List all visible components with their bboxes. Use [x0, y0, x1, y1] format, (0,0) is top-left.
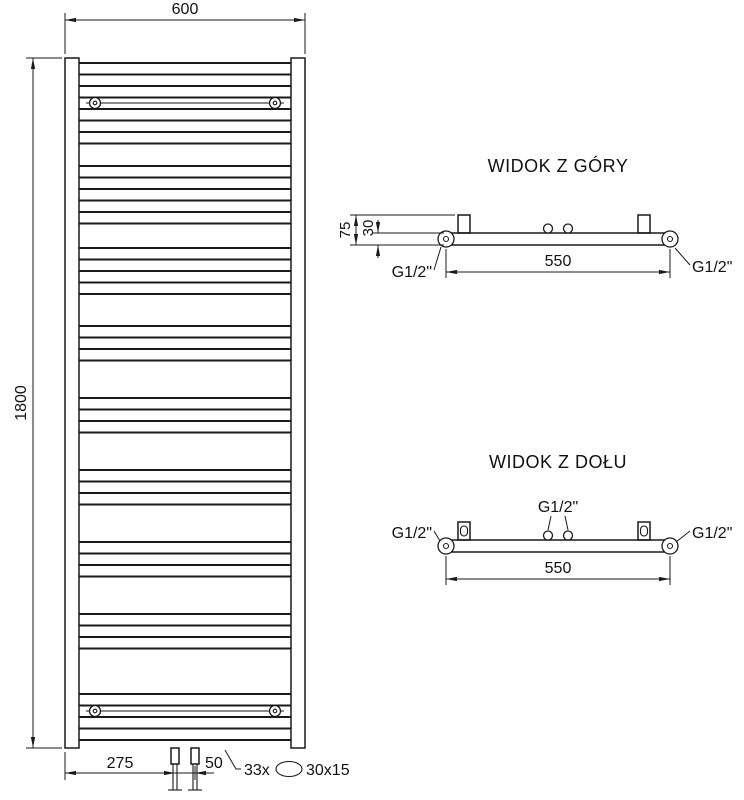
dim-275-label: 275 [107, 755, 134, 772]
bottom-view-thread-right: G1/2" [675, 525, 732, 543]
top-view-thread-left: G1/2" [392, 246, 442, 281]
dimension-bottom-550: 550 [445, 556, 671, 585]
dim-bottom-550-label: 550 [545, 560, 572, 577]
top-view-title: WIDOK Z GÓRY [488, 155, 629, 176]
bottom-view-body [445, 539, 671, 553]
bottom-bracket [86, 704, 284, 718]
radiator-right-rail [290, 57, 306, 749]
top-view-right-connection [661, 230, 679, 248]
dimension-50: 50 [175, 755, 223, 780]
dimension-top-550: 550 [445, 249, 671, 278]
bottom-view-center-connection [562, 530, 574, 541]
top-view-center-connection [542, 223, 554, 234]
dimension-height-1800: 1800 [13, 57, 62, 749]
top-view-body [445, 232, 671, 246]
bottom-view-title: WIDOK Z DOŁU [489, 452, 627, 472]
top-view-bracket-right [637, 214, 651, 234]
thread-left-label: G1/2" [392, 525, 432, 542]
bracket-hole-icon [268, 704, 282, 718]
top-view-left-connection [437, 230, 455, 248]
thread-center-label: G1/2" [538, 499, 578, 516]
bottom-view-right-connection [661, 537, 679, 555]
bottom-view-bracket-right [637, 521, 651, 541]
bottom-view: WIDOK Z DOŁU G1/2" G1/2" G1/2" [392, 452, 732, 585]
bracket-slot-icon [459, 525, 469, 537]
oval-profile-icon [275, 760, 303, 778]
bottom-view-left-connection [437, 537, 455, 555]
dim-50-label: 50 [205, 755, 223, 772]
dimension-depth-75: 75 [337, 214, 455, 246]
dimension-profile-30: 30 [360, 220, 444, 258]
valve-stub [170, 747, 180, 765]
top-bracket [86, 96, 284, 110]
rung-profile-label: 30x15 [306, 762, 350, 779]
dim-75-label: 75 [337, 222, 354, 239]
top-view: WIDOK Z GÓRY 75 30 550 [337, 155, 732, 281]
bottom-view-center-connection [542, 530, 554, 541]
radiator-left-rail [64, 57, 80, 749]
dimension-275: 275 [64, 752, 175, 780]
bottom-view-thread-left: G1/2" [392, 525, 441, 542]
rung-count-label: 33x [244, 762, 270, 779]
bracket-hole-icon [88, 96, 102, 110]
radiator-rungs [79, 62, 291, 741]
bracket-hole-icon [88, 704, 102, 718]
rung-profile-callout: 33x 30x15 [224, 749, 350, 779]
thread-left-label: G1/2" [392, 264, 432, 281]
bracket-slot-icon [639, 525, 649, 537]
thread-right-label: G1/2" [692, 259, 732, 276]
top-view-center-connection [562, 223, 574, 234]
dim-top-550-label: 550 [545, 253, 572, 270]
top-view-thread-right: G1/2" [674, 247, 732, 276]
dim-width-label: 600 [172, 1, 199, 18]
dim-30-label: 30 [360, 220, 377, 237]
valve-stub [190, 747, 200, 765]
bottom-connections [168, 747, 202, 791]
front-view: 600 1800 275 50 33x 30x15 [13, 1, 350, 791]
bottom-view-bracket-left [457, 521, 471, 541]
dimension-width-600: 600 [64, 1, 306, 54]
bracket-hole-icon [268, 96, 282, 110]
bottom-view-thread-center: G1/2" [538, 499, 578, 531]
top-view-bracket-left [457, 214, 471, 234]
dim-height-label: 1800 [13, 385, 30, 421]
thread-right-label: G1/2" [692, 525, 732, 542]
